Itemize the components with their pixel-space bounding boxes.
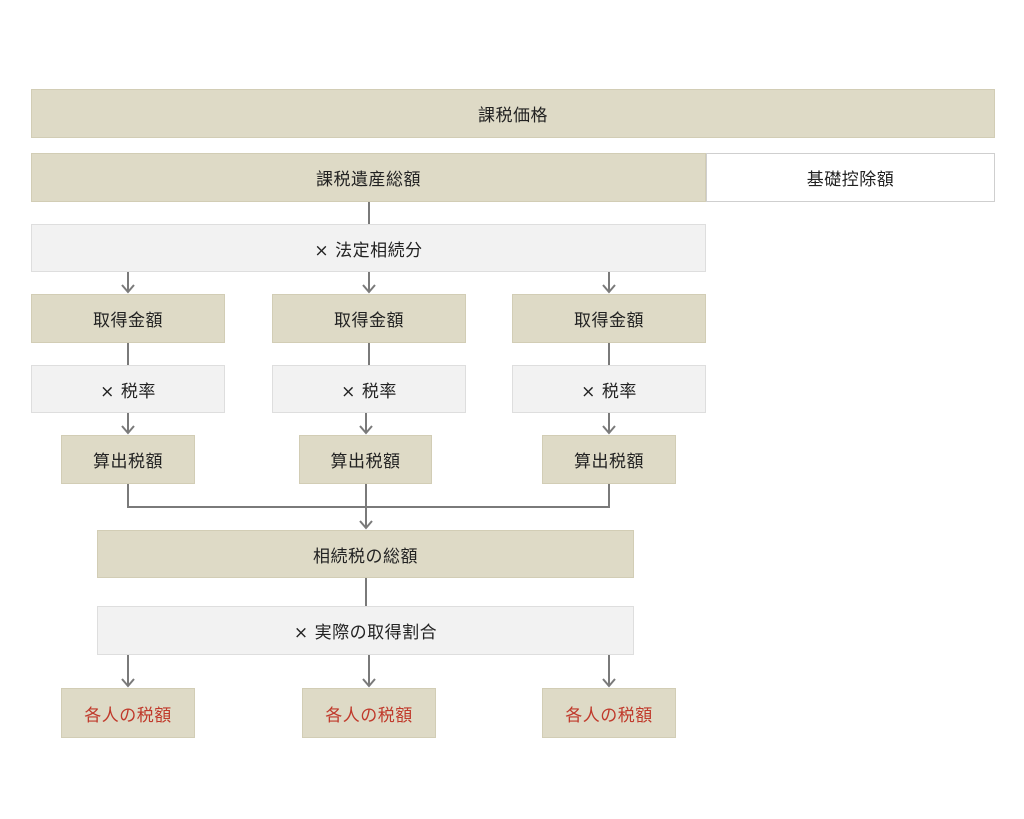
individual-tax-label: 各人の税額 (84, 705, 172, 726)
arrowhead-computed-1 (121, 425, 135, 435)
arrowhead-acq-1 (121, 284, 135, 294)
arrowhead-computed-3 (602, 425, 616, 435)
computed-tax-box: 算出税額 (61, 435, 195, 484)
acquisition-amount-label: 取得金額 (334, 311, 404, 331)
computed-tax-box: 算出税額 (542, 435, 676, 484)
individual-tax-label: 各人の税額 (565, 705, 653, 726)
basic-deduction-label: 基礎控除額 (806, 170, 895, 190)
taxable-value-label: 課税価格 (478, 106, 548, 126)
arrowhead-individual-2 (362, 678, 376, 688)
arrowhead-acq-2 (362, 284, 376, 294)
acquisition-amount-box: 取得金額 (31, 294, 225, 343)
arrowhead-computed-2 (359, 425, 373, 435)
arrowhead-acq-3 (602, 284, 616, 294)
total-taxable-estate-box: 課税遺産総額 (31, 153, 706, 202)
acquisition-amount-box: 取得金額 (512, 294, 706, 343)
tax-rate-label: × 税率 (341, 381, 397, 402)
individual-tax-box: 各人の税額 (542, 688, 676, 738)
individual-tax-box: 各人の税額 (61, 688, 195, 738)
arrowhead-total (359, 520, 373, 530)
tax-rate-box: × 税率 (272, 365, 466, 413)
tax-rate-label: × 税率 (100, 381, 156, 402)
individual-tax-box: 各人の税額 (302, 688, 436, 738)
total-inheritance-tax-box: 相続税の総額 (97, 530, 634, 578)
acquisition-amount-box: 取得金額 (272, 294, 466, 343)
arrowhead-individual-1 (121, 678, 135, 688)
actual-share-box: × 実際の取得割合 (97, 606, 634, 655)
acquisition-amount-label: 取得金額 (574, 311, 644, 331)
computed-tax-label: 算出税額 (330, 452, 401, 472)
arrowhead-individual-3 (602, 678, 616, 688)
computed-tax-label: 算出税額 (574, 452, 644, 472)
tax-rate-box: × 税率 (512, 365, 706, 413)
tax-rate-box: × 税率 (31, 365, 225, 413)
taxable-value-box: 課税価格 (31, 89, 995, 138)
actual-share-label: × 実際の取得割合 (293, 623, 438, 643)
statutory-share-label: × 法定相続分 (314, 240, 423, 261)
total-inheritance-tax-label: 相続税の総額 (313, 546, 418, 567)
acquisition-amount-label: 取得金額 (93, 311, 163, 331)
tax-rate-label: × 税率 (581, 381, 637, 402)
basic-deduction-box: 基礎控除額 (706, 153, 995, 202)
merge-line (127, 484, 610, 508)
computed-tax-box: 算出税額 (299, 435, 432, 484)
total-taxable-estate-label: 課税遺産総額 (316, 170, 421, 190)
statutory-share-box: × 法定相続分 (31, 224, 706, 272)
individual-tax-label: 各人の税額 (325, 705, 413, 726)
computed-tax-label: 算出税額 (93, 452, 163, 472)
